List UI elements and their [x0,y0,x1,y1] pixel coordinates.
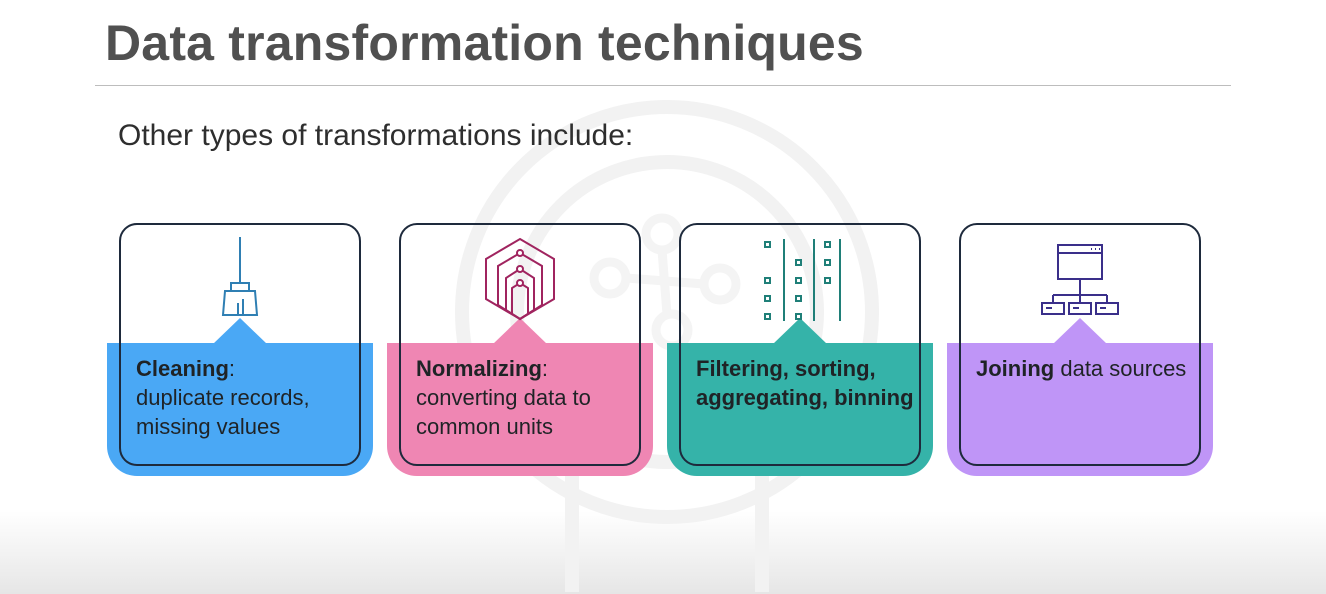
card-body: duplicate records, missing values [136,385,310,439]
hierarchy-tree-icon [1041,244,1119,315]
card-title: Normalizing [416,356,542,381]
nested-hexagon-icon [485,237,555,321]
card-frame [679,223,921,466]
card-title-suffix: : [541,356,549,381]
card-color-band [387,343,653,476]
card-title: Cleaning [136,356,229,381]
card-joining: Joining data sources [947,223,1213,476]
broom-icon [221,237,259,316]
card-text: Joining data sources [976,354,1201,383]
card-notch [213,318,267,344]
card-frame [399,223,641,466]
card-color-band [947,343,1213,476]
card-text: Cleaning: duplicate records, missing valu… [136,354,361,441]
card-body: data sources [1060,356,1187,381]
card-title: Filtering, sorting, aggregating, binning [696,356,914,410]
card-body: converting data to common units [416,385,591,439]
card-color-band [107,343,373,476]
card-notch [493,318,547,344]
card-cleaning: Cleaning: duplicate records, missing valu… [107,223,373,476]
card-title-suffix: : [228,356,236,381]
columns-filter-icon [764,239,841,321]
card-color-band [667,343,933,476]
slide-title: Data transformation techniques [105,15,864,71]
card-notch [773,318,827,344]
slide-subtitle: Other types of transformations include: [118,119,634,152]
card-notch [1053,318,1107,344]
card-text: Filtering, sorting, aggregating, binning [696,354,921,412]
watermark-lightbulb-icon [455,100,879,592]
title-divider [95,85,1231,86]
card-title: Joining [976,356,1055,381]
card-normalizing: Normalizing: converting data to common un… [387,223,653,476]
card-frame [119,223,361,466]
card-frame [959,223,1201,466]
card-text: Normalizing: converting data to common un… [416,354,641,441]
card-filtering: Filtering, sorting, aggregating, binning [667,223,933,476]
